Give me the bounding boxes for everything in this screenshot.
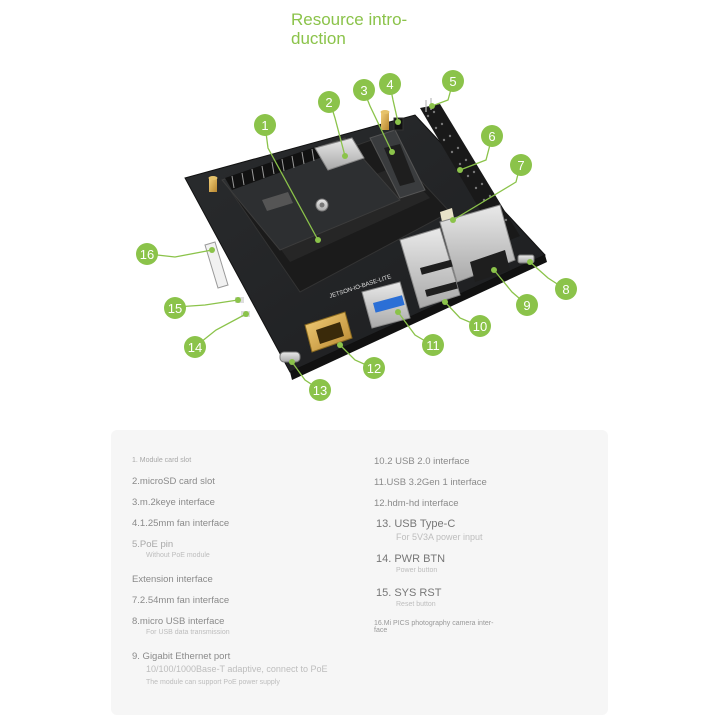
- spec-item: 7.2.54mm fan interface: [132, 595, 230, 606]
- svg-text:16: 16: [140, 247, 154, 262]
- title-line-2: duction: [291, 29, 346, 48]
- svg-text:7: 7: [517, 158, 524, 173]
- svg-text:3: 3: [360, 83, 367, 98]
- page-title: Resource intro- duction: [291, 10, 407, 48]
- microsd-slot: [314, 137, 365, 171]
- svg-text:2: 2: [325, 95, 332, 110]
- spec-item: 9. Gigabit Ethernet port 10/100/1000Base…: [132, 651, 328, 686]
- specs-panel: 1. Module card slot 2.microSD card slot …: [111, 430, 608, 715]
- chip: [262, 192, 293, 211]
- spec-item: Extension interface: [132, 574, 213, 585]
- callout-2: 2: [318, 91, 340, 113]
- callout-8: 8: [555, 278, 577, 300]
- svg-text:14: 14: [188, 340, 202, 355]
- pin-header-top: [225, 146, 325, 190]
- svg-text:8: 8: [562, 282, 569, 297]
- svg-text:4: 4: [386, 77, 393, 92]
- callout-12: 12: [363, 357, 385, 379]
- callout-13: 13: [309, 379, 331, 401]
- spec-item: 12.hdm-hd interface: [374, 498, 459, 509]
- spec-item: 3.m.2keye interface: [132, 497, 215, 508]
- spec-item: 16.Mi PICS photography camera inter- fac…: [374, 620, 494, 634]
- csi-connector: [204, 241, 229, 289]
- callout-4: 4: [379, 73, 401, 95]
- svg-text:1: 1: [261, 118, 268, 133]
- spec-item: 13. USB Type-C For 5V3A power input: [376, 518, 483, 542]
- callout-1: 1: [254, 114, 276, 136]
- title-line-1: Resource intro-: [291, 10, 408, 29]
- callout-14: 14: [184, 336, 206, 358]
- callout-7: 7: [510, 154, 532, 176]
- callout-3: 3: [353, 79, 375, 101]
- svg-text:13: 13: [313, 383, 327, 398]
- spec-item: 4.1.25mm fan interface: [132, 518, 230, 529]
- spec-item: 1. Module card slot: [132, 457, 192, 464]
- spec-item: 2.microSD card slot: [132, 476, 215, 487]
- board-illustration: JETSON-IO-BASE-LITE: [136, 70, 577, 401]
- spec-item: 8.micro USB interface For USB data trans…: [132, 616, 230, 636]
- spec-item: 15. SYS RST Reset button: [376, 587, 442, 608]
- callout-9: 9: [516, 294, 538, 316]
- svg-text:11: 11: [426, 338, 440, 353]
- svg-text:6: 6: [488, 129, 495, 144]
- board-diagram: JETSON-IO-BASE-LITE: [0, 60, 720, 420]
- svg-text:5: 5: [449, 74, 456, 89]
- callout-16: 16: [136, 243, 158, 265]
- svg-text:15: 15: [168, 301, 182, 316]
- antenna-connector-2: [380, 110, 390, 130]
- callout-15: 15: [164, 297, 186, 319]
- spec-item: 10.2 USB 2.0 interface: [374, 456, 470, 467]
- callout-11: 11: [422, 334, 444, 356]
- svg-text:10: 10: [473, 319, 487, 334]
- callout-6: 6: [481, 125, 503, 147]
- svg-text:12: 12: [367, 361, 381, 376]
- svg-text:9: 9: [523, 298, 530, 313]
- callout-10: 10: [469, 315, 491, 337]
- spec-item: 5.PoE pin Without PoE module: [132, 539, 210, 559]
- spec-item: 14. PWR BTN Power button: [376, 553, 446, 574]
- spec-item: 11.USB 3.2Gen 1 interface: [374, 477, 487, 488]
- callout-5: 5: [442, 70, 464, 92]
- antenna-connector: [208, 176, 218, 192]
